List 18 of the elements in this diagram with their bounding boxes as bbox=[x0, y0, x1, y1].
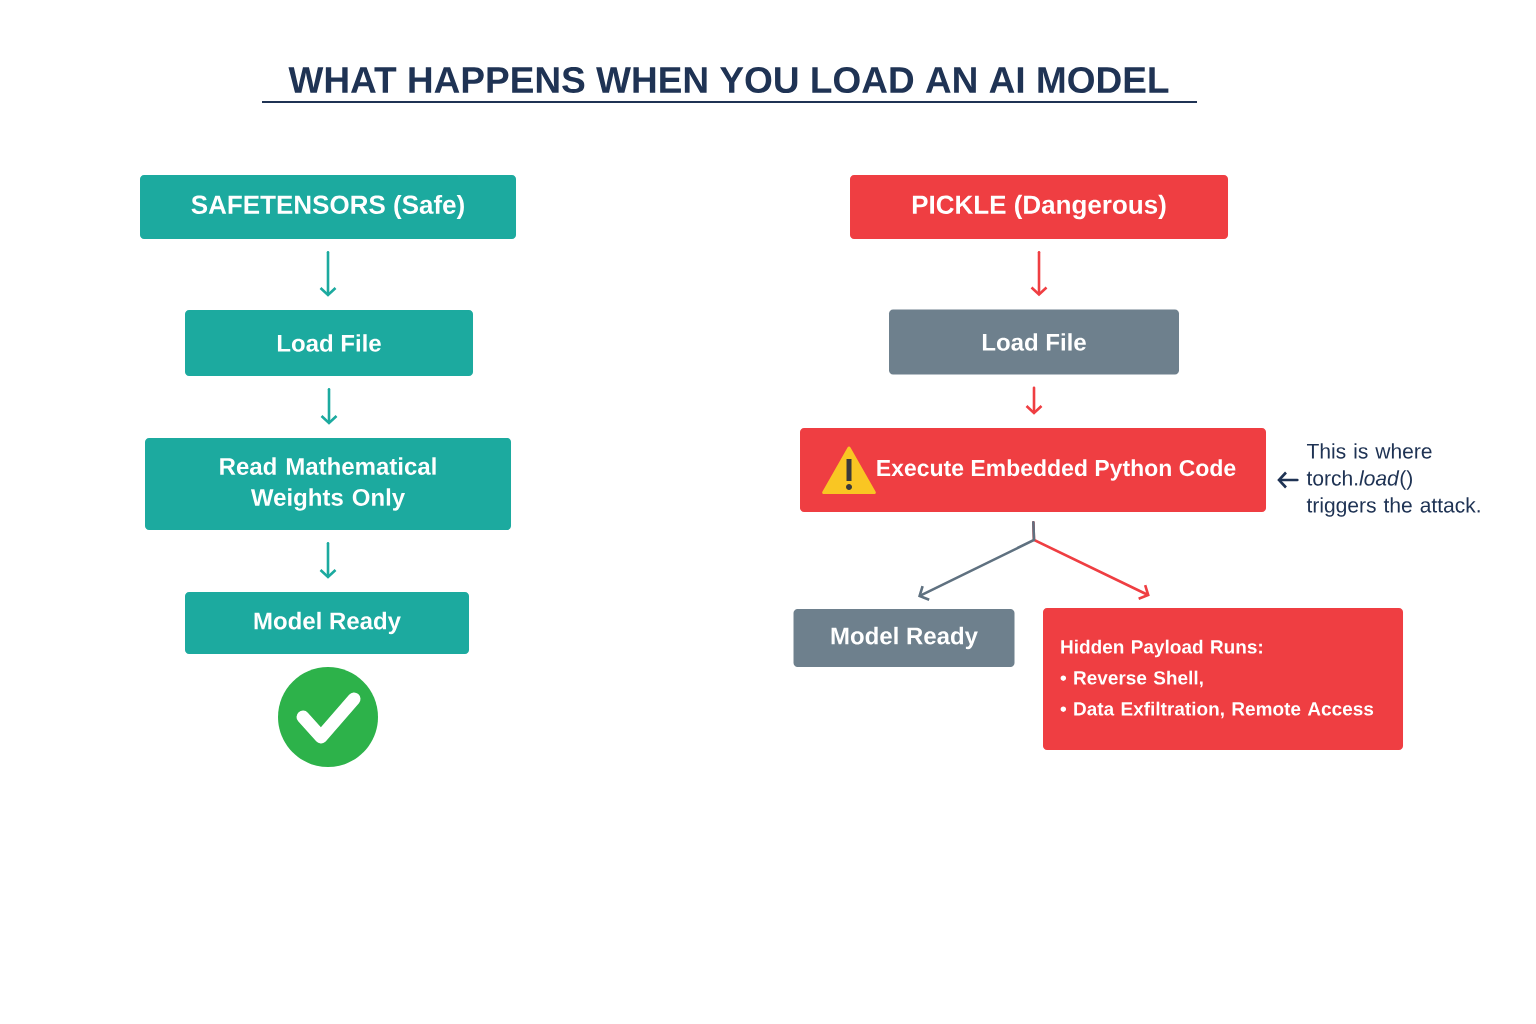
process-box: Model Ready bbox=[185, 592, 469, 654]
process-box: Model Ready bbox=[793, 609, 1015, 667]
arrow bbox=[1025, 386, 1043, 415]
process-box: Load File bbox=[889, 309, 1179, 375]
arrow bbox=[1030, 250, 1048, 297]
note-text: This is where torch.load() triggers the attack. bbox=[1306, 443, 1480, 517]
arrow bbox=[1277, 471, 1299, 489]
process-box: Read Mathematical Weights Only bbox=[145, 438, 511, 530]
process-box: Execute Embedded Python Code bbox=[800, 428, 1266, 512]
process-box: Load File bbox=[185, 310, 473, 376]
arrow bbox=[319, 541, 337, 579]
header-box: PICKLE (Dangerous) bbox=[850, 175, 1228, 239]
header-box: SAFETENSORS (Safe) bbox=[140, 175, 516, 239]
payload-box: Hidden Payload Runs: • Reverse Shell, • Data Exfiltration, Remote Access bbox=[1043, 608, 1403, 750]
arrow bbox=[918, 520, 1036, 601]
arrow bbox=[319, 250, 337, 297]
title: WHAT HAPPENS WHEN YOU LOAD AN AI MODEL bbox=[288, 66, 1169, 94]
arrow bbox=[320, 387, 338, 425]
